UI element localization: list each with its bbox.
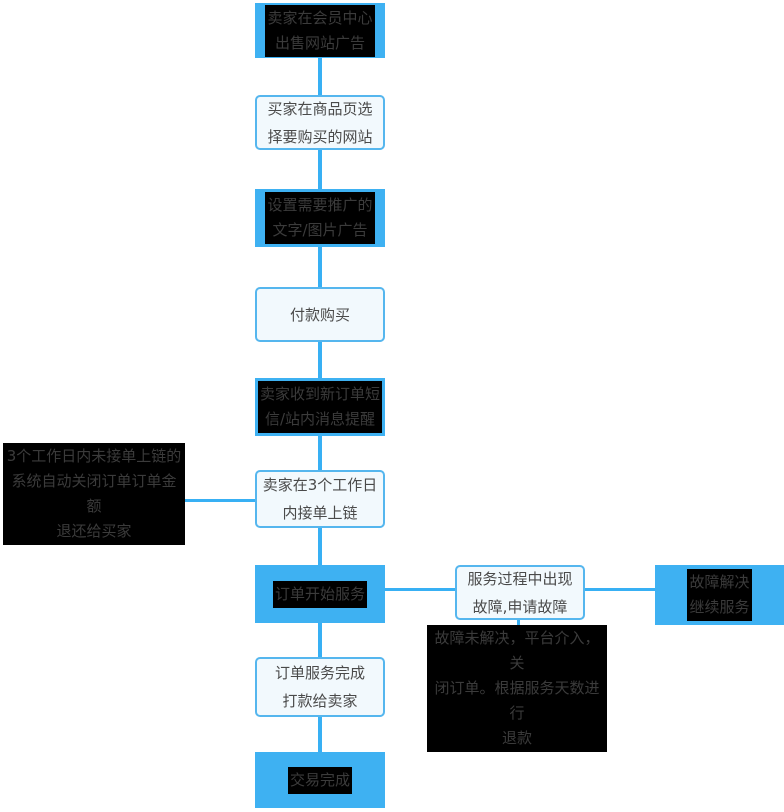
node-set-ads-label: 设置需要推广的 文字/图片广告 xyxy=(265,192,375,244)
connector-faultapply-to-resolved xyxy=(585,588,655,591)
node-seller-publish-ad-label: 卖家在会员中心 出售网站广告 xyxy=(265,4,375,57)
node-fault-apply-label: 服务过程中出现 故障,申请故障 xyxy=(467,569,573,616)
node-set-ads: 设置需要推广的 文字/图片广告 xyxy=(255,189,385,247)
node-timeout-auto-close-label: 3个工作日内未接单上链的 系统自动关闭订单订单金额 退还给买家 xyxy=(3,443,185,545)
node-pay-purchase-label: 付款购买 xyxy=(289,305,350,324)
connector-orderstart-to-complete xyxy=(318,623,322,657)
node-buyer-select-site: 买家在商品页选 择要购买的网站 xyxy=(255,95,385,150)
node-accept-order-label: 卖家在3个工作日 内接单上链 xyxy=(262,476,378,522)
connector-pay-to-notified xyxy=(318,342,322,378)
connector-complete-to-done xyxy=(318,717,322,752)
node-buyer-select-site-label: 买家在商品页选 择要购买的网站 xyxy=(267,99,373,146)
node-fault-unresolved-refund-label: 故障未解决，平台介入，关 闭订单。根据服务天数进行 退款 xyxy=(427,624,607,752)
node-transaction-done-label: 交易完成 xyxy=(287,766,352,794)
node-accept-order: 卖家在3个工作日 内接单上链 xyxy=(255,470,385,528)
node-seller-notified: 卖家收到新订单短 信/站内消息提醒 xyxy=(255,378,385,436)
node-order-complete-payout: 订单服务完成 打款给卖家 xyxy=(255,657,385,717)
node-fault-resolved: 故障解决 继续服务 xyxy=(655,565,784,625)
connector-notified-to-accept xyxy=(318,436,322,470)
node-fault-apply: 服务过程中出现 故障,申请故障 xyxy=(455,565,585,620)
node-seller-publish-ad: 卖家在会员中心 出售网站广告 xyxy=(255,3,385,58)
connector-orderstart-to-faultapply xyxy=(385,588,455,591)
node-timeout-auto-close: 3个工作日内未接单上链的 系统自动关闭订单订单金额 退还给买家 xyxy=(3,443,185,545)
connector-setads-to-pay xyxy=(318,247,322,287)
connector-select-to-setads xyxy=(318,150,322,189)
node-transaction-done: 交易完成 xyxy=(255,752,385,808)
connector-publish-to-select xyxy=(318,58,322,95)
node-pay-purchase: 付款购买 xyxy=(255,287,385,342)
connector-timeout-to-accept xyxy=(185,499,255,502)
node-order-start-service: 订单开始服务 xyxy=(255,565,385,623)
connector-accept-to-orderstart xyxy=(318,528,322,565)
node-order-complete-payout-label: 订单服务完成 打款给卖家 xyxy=(274,664,365,710)
node-order-start-service-label: 订单开始服务 xyxy=(272,580,367,608)
node-seller-notified-label: 卖家收到新订单短 信/站内消息提醒 xyxy=(257,381,382,433)
node-fault-unresolved-refund: 故障未解决，平台介入，关 闭订单。根据服务天数进行 退款 xyxy=(427,624,607,752)
node-fault-resolved-label: 故障解决 继续服务 xyxy=(687,569,752,621)
